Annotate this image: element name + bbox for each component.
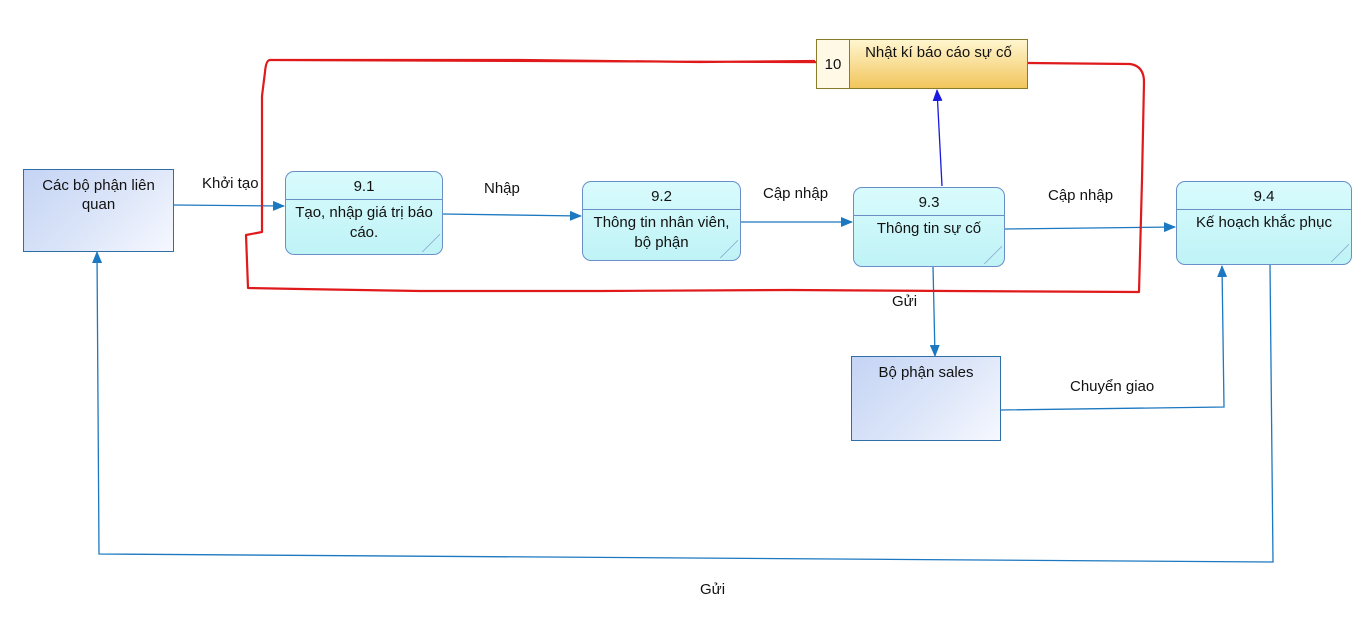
- process-corner-mark: [984, 246, 1002, 264]
- process-9-2-label: Thông tin nhân viên, bộ phận: [593, 214, 730, 251]
- highlight-boundary: [244, 58, 1146, 294]
- process-corner-mark: [1331, 244, 1349, 262]
- process-9-3-id: 9.3: [854, 188, 1004, 216]
- process-9-4-id: 9.4: [1177, 182, 1351, 210]
- datastore-id: 10: [817, 40, 850, 88]
- flow-send-sales-arrow: [929, 265, 940, 357]
- process-9-3-label: Thông tin sự cố: [876, 220, 982, 237]
- flow-label-send-back: Gửi: [700, 581, 726, 598]
- process-9-1-label: Tạo, nhập giá trị báo cáo.: [295, 204, 433, 241]
- process-9-4: 9.4 Kế hoạch khắc phục: [1176, 181, 1352, 265]
- flow-label-transfer: Chuyển giao: [1070, 378, 1155, 395]
- flow-input-arrow: [442, 210, 582, 221]
- process-9-1: 9.1 Tạo, nhập giá trị báo cáo.: [285, 171, 443, 255]
- flow-label-send-sales: Gửi: [892, 293, 918, 310]
- flow-to-datastore-arrow: [932, 89, 943, 187]
- process-9-2-id: 9.2: [583, 182, 740, 210]
- flow-label-init: Khởi tạo: [202, 175, 259, 192]
- flow-label-update-1: Cập nhập: [763, 185, 829, 202]
- entity-related-departments-label: Các bộ phận liên quan: [42, 177, 155, 213]
- flow-transfer-arrow: [1000, 265, 1228, 411]
- datastore-incident-log: 10 Nhật kí báo cáo sự cố: [816, 39, 1028, 89]
- flow-update-2-arrow: [1004, 222, 1176, 233]
- datastore-label: Nhật kí báo cáo sự cố: [865, 44, 1012, 61]
- entity-sales-department: Bộ phận sales: [851, 356, 1001, 441]
- process-9-3: 9.3 Thông tin sự cố: [853, 187, 1005, 267]
- flow-init-arrow: [173, 200, 285, 211]
- flow-label-input: Nhập: [484, 180, 520, 197]
- flow-send-back-arrow: [92, 251, 1274, 563]
- flow-label-update-2: Cập nhập: [1048, 187, 1114, 204]
- process-corner-mark: [422, 234, 440, 252]
- entity-sales-department-label: Bộ phận sales: [878, 364, 974, 381]
- process-9-1-id: 9.1: [286, 172, 442, 200]
- entity-related-departments: Các bộ phận liên quan: [23, 169, 174, 252]
- process-9-4-label: Kế hoạch khắc phục: [1196, 214, 1332, 231]
- process-corner-mark: [720, 240, 738, 258]
- process-9-2: 9.2 Thông tin nhân viên, bộ phận: [582, 181, 741, 261]
